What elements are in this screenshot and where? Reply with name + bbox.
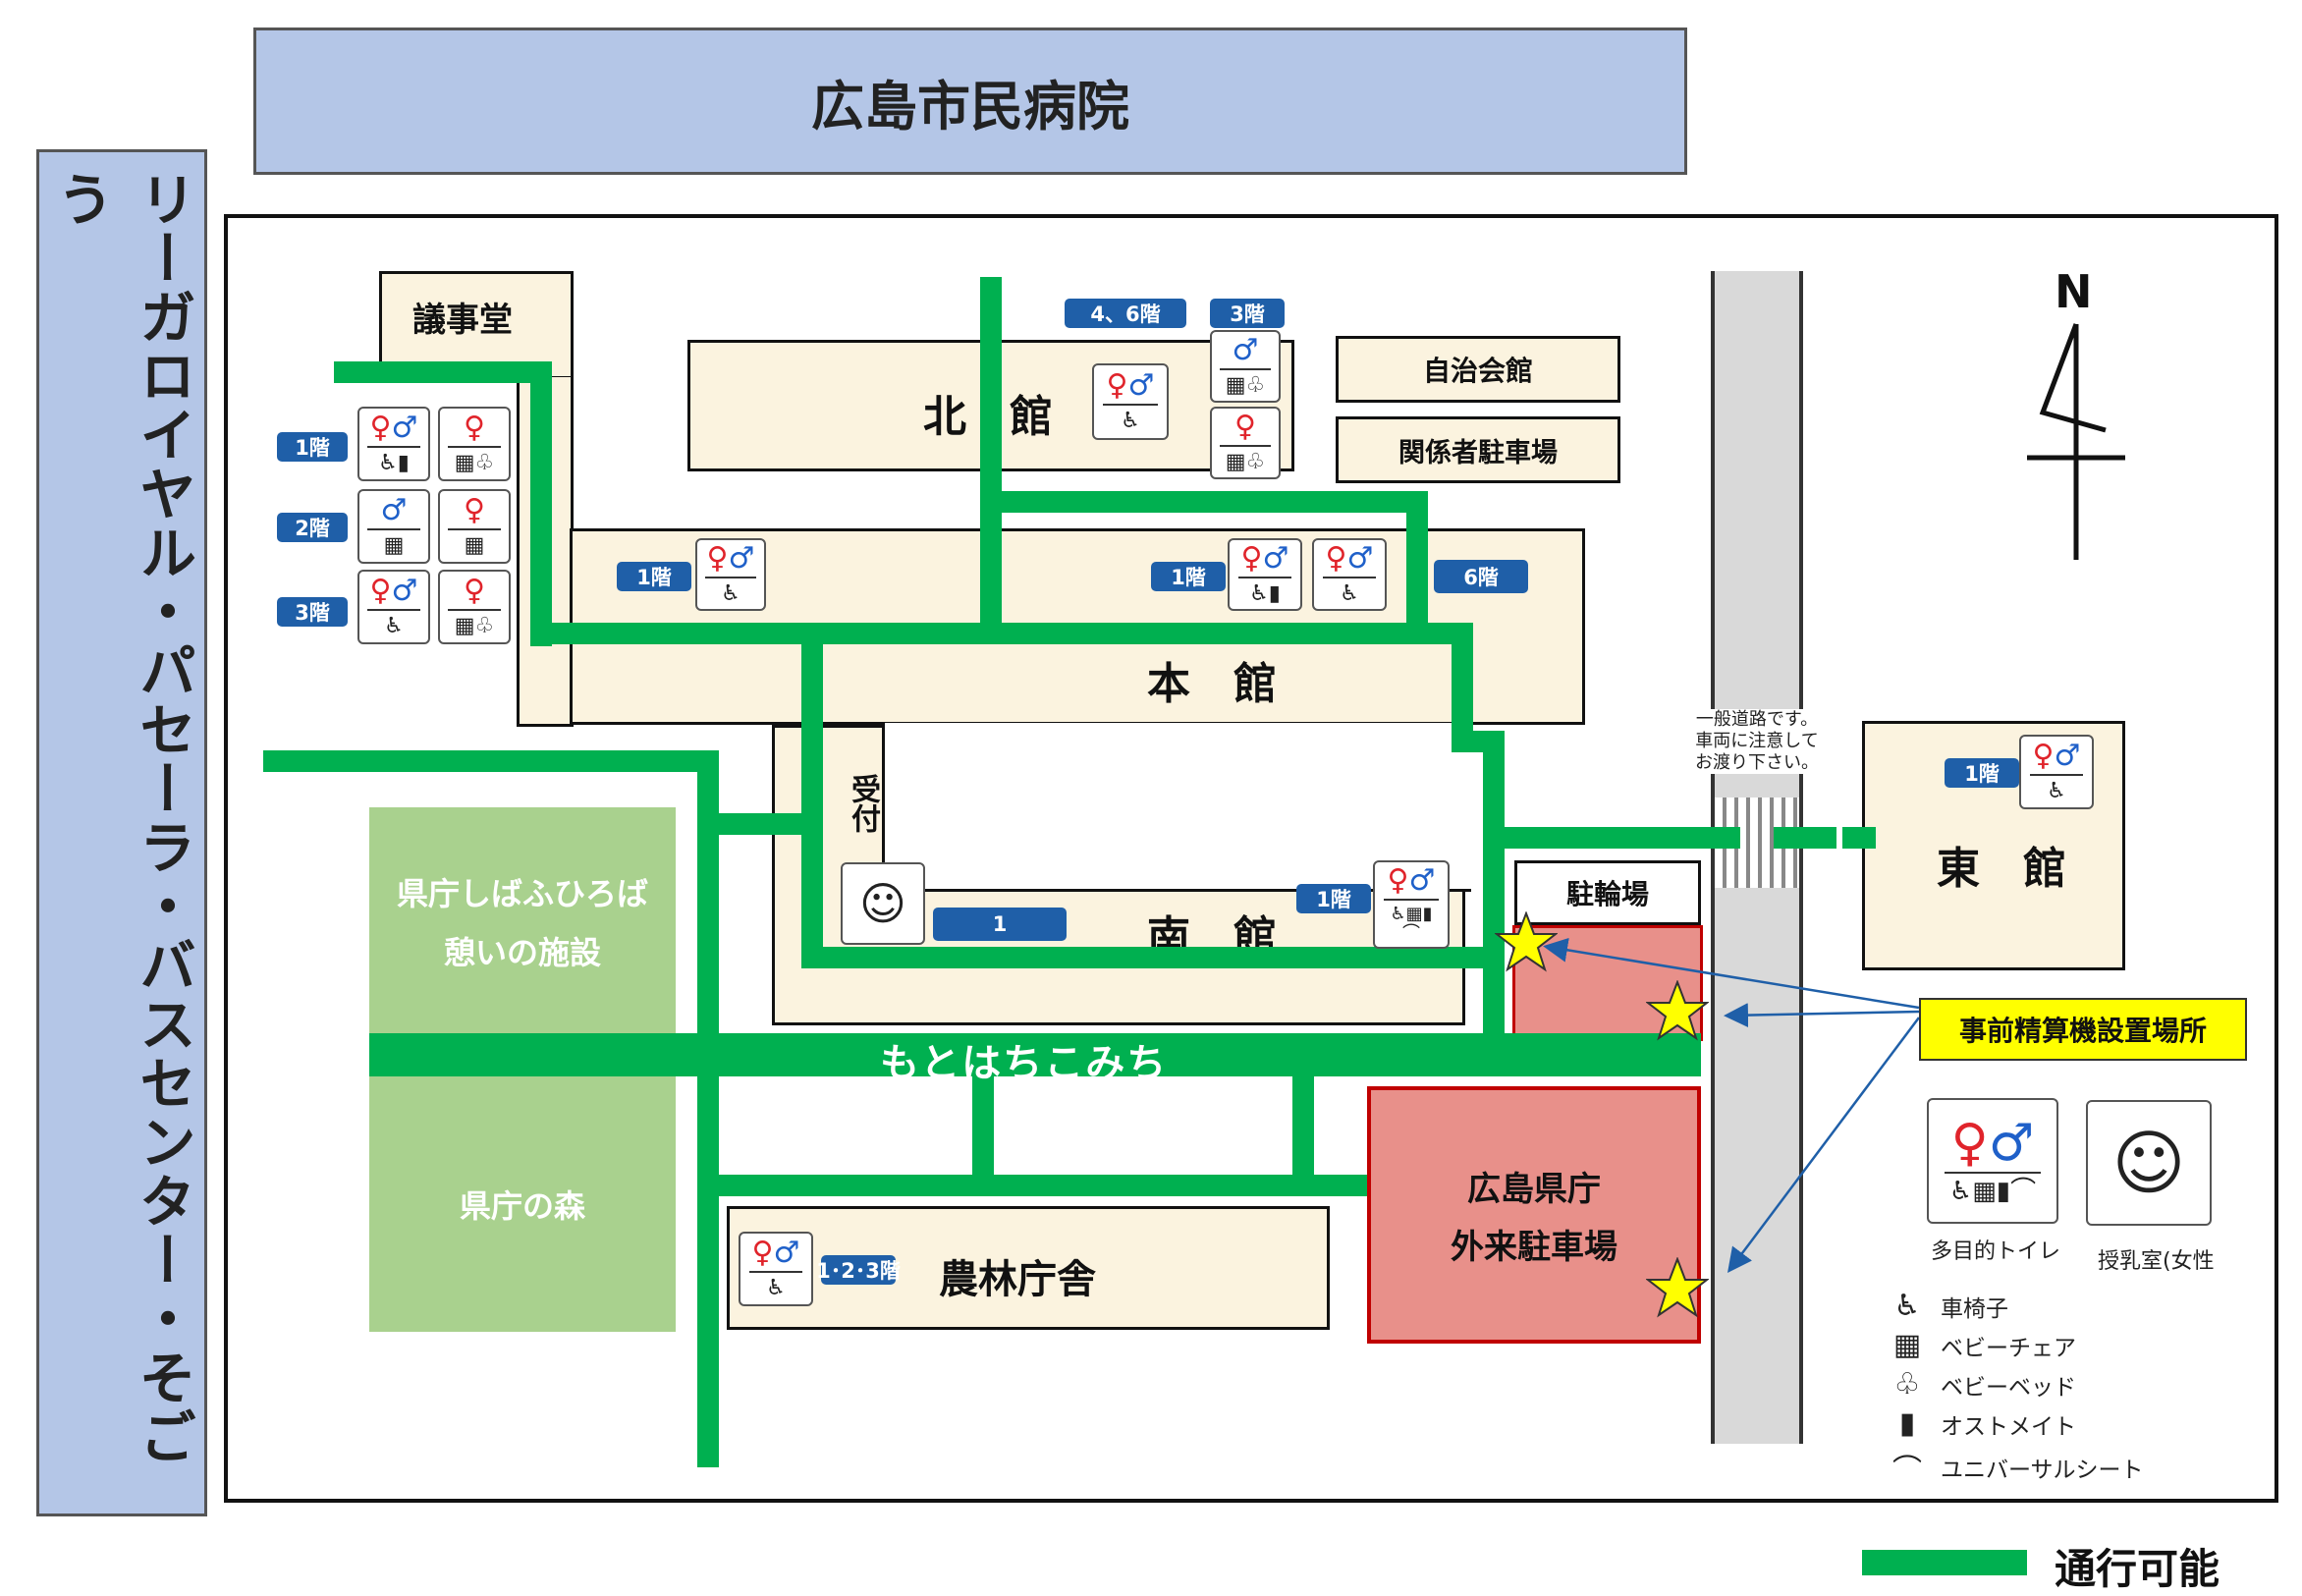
- kencho-mori-label: 県庁の森: [459, 1187, 585, 1225]
- chuurinjo-label: 駐輪場: [1565, 878, 1649, 910]
- kencho-mori-park: 県庁の森: [369, 1076, 676, 1332]
- floor-badge-hon-right: 1階: [1151, 562, 1226, 591]
- hospital-header: 広島市民病院: [253, 28, 1687, 175]
- toilet-icon-gijido-1-right: ♀▦♧: [438, 407, 511, 481]
- toilet-icon-gijido-1-left: ♀♂♿▮: [357, 407, 430, 481]
- motohachi-street-label: もとはちこみち: [880, 1041, 1169, 1086]
- baby-chair-icon: ▦: [1892, 1328, 1922, 1362]
- legend-row-baby-bed: ♧ ベビーベッド: [1886, 1367, 2076, 1402]
- floor-badge-hon-left: 1階: [617, 562, 691, 591]
- multipurpose-toilet-legend-icon: ♀♂♿▦▮⌒: [1927, 1098, 2058, 1224]
- ikoi-label: 憩いの施設: [443, 934, 601, 971]
- multipurpose-toilet-legend-label: 多目的トイレ: [1931, 1239, 2061, 1264]
- toilet-icon-gijido-2-left: ♂▦: [357, 489, 430, 564]
- toilet-icon-kita: ♀♂♿: [1092, 363, 1169, 440]
- compass: N: [2023, 265, 2131, 560]
- honkan-label: 本 館: [1147, 659, 1277, 709]
- side-destination-box: リーガロイヤル・パセーラ・バスセンター・そごう: [36, 149, 207, 1516]
- wheelchair-icon: ♿: [1893, 1289, 1921, 1323]
- jichikaikan-building: 自治会館: [1336, 336, 1620, 403]
- compass-north-label: N: [2055, 265, 2093, 318]
- passable-legend-swatch: [1862, 1550, 2027, 1575]
- legend-row-baby-chair: ▦ ベビーチェア: [1886, 1328, 2076, 1362]
- side-destination-label: リーガロイヤル・パセーラ・バスセンター・そごう: [47, 170, 196, 1466]
- shiba-hiroba-park: 県庁しばふひろば 憩いの施設: [369, 807, 676, 1035]
- gairai-label-2: 外来駐車場: [1451, 1228, 1617, 1267]
- legend-ostomate-label: オストメイト: [1941, 1413, 2076, 1440]
- chuurinjo-building: 駐輪場: [1514, 860, 1701, 925]
- floor-badge-kita-3: 3階: [1210, 299, 1285, 328]
- floor-badge-higashi-1f: 1階: [1945, 758, 2019, 788]
- road-warning-1: 一般道路です。: [1695, 709, 1819, 730]
- gairai-parking: 広島県庁 外来駐車場: [1367, 1086, 1701, 1344]
- payment-machine-star-2: [1646, 980, 1709, 1041]
- legend-wheelchair-label: 車椅子: [1941, 1295, 2008, 1322]
- toilet-icon-minami: ♀♂♿▦▮⌒: [1373, 860, 1450, 949]
- hospital-name: 広島市民病院: [811, 75, 1129, 138]
- legend-row-wheelchair: ♿ 車椅子: [1886, 1289, 2008, 1323]
- gijido-building: [379, 271, 574, 379]
- universal-sheet-icon: ⌒: [1892, 1454, 1922, 1488]
- payment-machine-star-1: [1495, 911, 1558, 972]
- payment-callout-label: 事前精算機設置場所: [1958, 1015, 2207, 1047]
- shiba-hiroba-label: 県庁しばふひろば: [396, 875, 648, 912]
- toilet-icon-kita-3-men: ♂▦♧: [1210, 330, 1281, 403]
- toilet-icon-hon-right-2: ♀♂♿: [1312, 538, 1387, 611]
- gijido-label: 議事堂: [412, 301, 513, 340]
- floor-badge-gijido-3f: 3階: [277, 597, 348, 627]
- legend-universal-sheet-label: ユニバーサルシート: [1941, 1458, 2144, 1483]
- ostomate-icon: ▮: [1898, 1406, 1916, 1441]
- legend-baby-chair-label: ベビーチェア: [1941, 1335, 2076, 1361]
- uketsuke-label: 受付: [846, 774, 880, 833]
- toilet-icon-norin: ♀♂♿: [739, 1232, 813, 1306]
- kankeisha-parking: 関係者駐車場: [1336, 416, 1620, 483]
- compass-arrow-icon: [2027, 323, 2125, 560]
- toilet-icon-gijido-3-left: ♀♂♿: [357, 570, 430, 644]
- floor-badge-gijido-2f: 2階: [277, 513, 348, 542]
- road-warning-3: お渡り下さい。: [1695, 752, 1819, 773]
- toilet-icon-gijido-3-right: ♀▦♧: [438, 570, 511, 644]
- gairai-label-1: 広島県庁: [1467, 1170, 1601, 1209]
- toilet-icon-hon-left: ♀♂♿: [695, 538, 766, 611]
- higashikan-label: 東 館: [1937, 844, 2066, 894]
- floor-badge-minami-1: 1: [933, 908, 1067, 941]
- nursing-room-icon-minami: ☺: [841, 862, 925, 945]
- payment-machine-star-3: [1646, 1257, 1709, 1318]
- floor-badge-minami-1f: 1階: [1296, 884, 1371, 913]
- toilet-icon-kita-3-women: ♀▦♧: [1210, 407, 1281, 479]
- legend-row-ostomate: ▮ オストメイト: [1886, 1406, 2076, 1441]
- kankeisha-label: 関係者駐車場: [1398, 437, 1558, 468]
- jichikaikan-label: 自治会館: [1422, 355, 1533, 387]
- toilet-icon-higashi: ♀♂♿: [2019, 735, 2094, 809]
- floor-badge-norin: 1･2･3階: [816, 1255, 901, 1285]
- floor-badge-hon-6f: 6階: [1434, 560, 1528, 593]
- road-warning-2: 車両に注意して: [1695, 731, 1819, 751]
- floor-badge-kita-46: 4、6階: [1065, 299, 1186, 328]
- legend-baby-bed-label: ベビーベッド: [1941, 1374, 2076, 1401]
- road-warning: 一般道路です。 車両に注意して お渡り下さい。: [1673, 709, 1840, 774]
- baby-bed-icon: ♧: [1893, 1367, 1921, 1402]
- payment-callout: 事前精算機設置場所: [1919, 998, 2247, 1061]
- norin-label: 農林庁舎: [939, 1257, 1096, 1302]
- passable-legend-label: 通行可能: [2055, 1545, 2220, 1593]
- legend-row-universal-sheet: ⌒ ユニバーサルシート: [1886, 1446, 2144, 1489]
- toilet-icon-hon-right-1: ♀♂♿▮: [1228, 538, 1302, 611]
- nursing-room-legend-label: 授乳室(女性: [2098, 1249, 2215, 1274]
- nursing-room-legend-icon: ☺: [2086, 1100, 2212, 1226]
- floor-badge-gijido-1f: 1階: [277, 432, 348, 462]
- toilet-icon-gijido-2-right: ♀▦: [438, 489, 511, 564]
